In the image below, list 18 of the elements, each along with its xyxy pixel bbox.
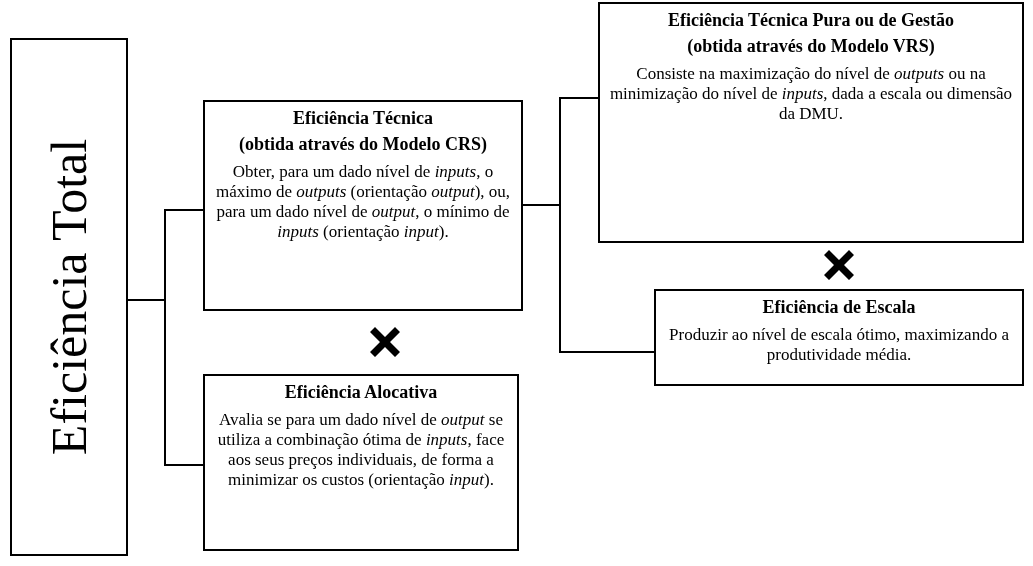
title-box bbox=[10, 38, 128, 556]
box-subheading: (obtida através do Modelo VRS) bbox=[686, 36, 936, 56]
box-description: Consiste na maximização do nível de outputs ou na minimização do nível de inputs, dada a escala ou dimensão da DMU. bbox=[608, 64, 1014, 124]
box-description: Avalia se para um dado nível de output se utiliza a combinação ótima de inputs, face aos seus preços individuais, de forma a minimizar os custos (orientação input). bbox=[216, 410, 506, 490]
box-description: Produzir ao nível de escala ótimo, maximizando a produtividade média. bbox=[668, 325, 1010, 365]
concept-box bbox=[203, 100, 523, 311]
box-subheading: (obtida através do Modelo CRS) bbox=[238, 134, 488, 154]
box-heading: Eficiência Técnica Pura ou de Gestão bbox=[666, 10, 956, 30]
concept-box bbox=[654, 289, 1024, 386]
box-heading: Eficiência Técnica bbox=[291, 108, 435, 128]
connector-line bbox=[127, 299, 204, 466]
concept-box bbox=[598, 2, 1024, 243]
box-heading: Eficiência de Escala bbox=[761, 297, 917, 317]
vertical-title: Eficiência Total bbox=[40, 138, 98, 456]
box-description: Obter, para um dado nível de inputs, o máximo de outputs (orientação output), ou, para um dado nível de output, o mínimo de inputs (orientação input). bbox=[214, 162, 512, 242]
concept-box bbox=[203, 374, 519, 551]
box-heading: Eficiência Alocativa bbox=[283, 382, 439, 402]
connector-line bbox=[522, 204, 655, 353]
